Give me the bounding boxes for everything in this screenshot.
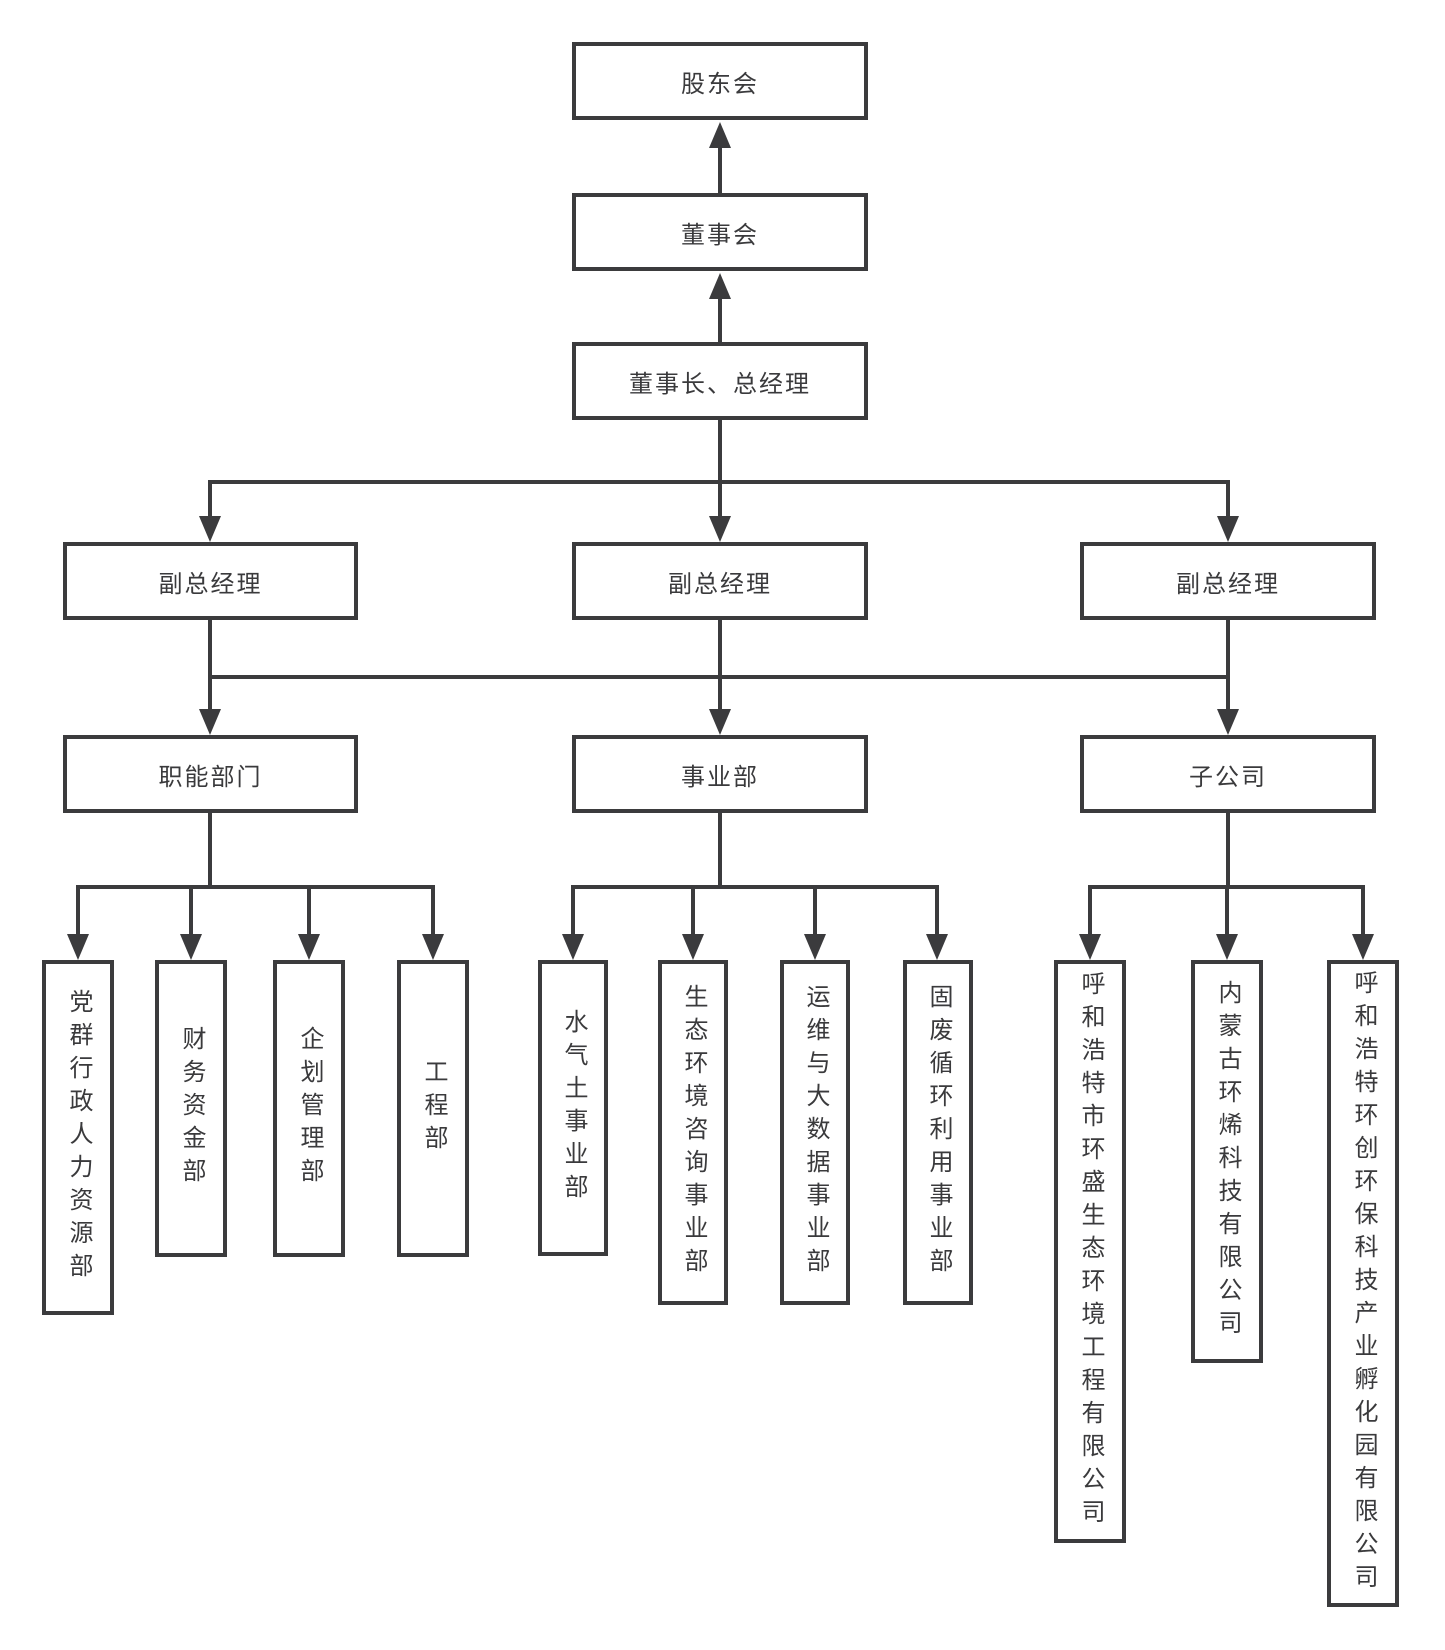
rail-group-1 xyxy=(76,885,435,889)
connector-category-1-down xyxy=(208,813,212,889)
connector-drop-sub-3 xyxy=(1361,887,1365,936)
node-category-functional-departments: 职能部门 xyxy=(63,735,358,813)
node-shareholders-meeting: 股东会 xyxy=(572,42,868,120)
connector-drop-sub-1 xyxy=(1088,887,1092,936)
arrowhead-up-icon xyxy=(709,273,731,299)
connector-drop-div-4 xyxy=(935,887,939,936)
node-deputy-gm-2: 副总经理 xyxy=(572,542,868,620)
connector-drop-category-2 xyxy=(718,677,722,711)
node-div-operations-big-data: 运维与大数据事业部 xyxy=(780,960,850,1305)
arrowhead-up-icon xyxy=(709,122,731,148)
arrowhead-down-icon xyxy=(709,516,731,542)
node-div-eco-environment-consulting: 生态环境咨询事业部 xyxy=(658,960,728,1305)
connector-drop-deputy-1 xyxy=(208,482,212,518)
connector-drop-dept-1 xyxy=(76,887,80,936)
connector-drop-div-1 xyxy=(571,887,575,936)
node-category-subsidiaries: 子公司 xyxy=(1080,735,1376,813)
arrowhead-down-icon xyxy=(804,934,826,960)
arrowhead-down-icon xyxy=(562,934,584,960)
arrowhead-down-icon xyxy=(298,934,320,960)
connector-drop-deputy-3 xyxy=(1226,482,1230,518)
connector-deputy-3-down xyxy=(1226,620,1230,679)
arrowhead-down-icon xyxy=(1217,516,1239,542)
connector-deputy-2-down xyxy=(718,620,722,679)
node-dept-engineering: 工程部 xyxy=(397,960,469,1257)
arrowhead-down-icon xyxy=(422,934,444,960)
arrowhead-down-icon xyxy=(1216,934,1238,960)
arrowhead-down-icon xyxy=(682,934,704,960)
arrowhead-down-icon xyxy=(1352,934,1374,960)
connector-drop-dept-3 xyxy=(307,887,311,936)
arrowhead-down-icon xyxy=(199,516,221,542)
rail-group-2 xyxy=(571,885,939,889)
node-sub-huanxi-technology: 内蒙古环烯科技有限公司 xyxy=(1191,960,1263,1363)
node-dept-planning-management: 企划管理部 xyxy=(273,960,345,1257)
connector-drop-dept-2 xyxy=(189,887,193,936)
node-dept-party-admin-hr: 党群行政人力资源部 xyxy=(42,960,114,1315)
node-div-solid-waste-recycling: 固废循环利用事业部 xyxy=(903,960,973,1305)
arrowhead-down-icon xyxy=(926,934,948,960)
arrowhead-down-icon xyxy=(67,934,89,960)
connector-deputy-1-down xyxy=(208,620,212,679)
connector-drop-div-2 xyxy=(691,887,695,936)
connector-drop-deputy-2 xyxy=(718,482,722,518)
connector-chairman-to-board xyxy=(718,295,722,342)
node-dept-finance-funds: 财务资金部 xyxy=(155,960,227,1257)
connector-board-to-shareholders xyxy=(718,144,722,193)
arrowhead-down-icon xyxy=(180,934,202,960)
connector-drop-div-3 xyxy=(813,887,817,936)
connector-drop-category-1 xyxy=(208,677,212,711)
arrowhead-down-icon xyxy=(199,709,221,735)
node-board-of-directors: 董事会 xyxy=(572,193,868,271)
connector-chairman-down xyxy=(718,420,722,484)
connector-drop-category-3 xyxy=(1226,677,1230,711)
connector-category-2-down xyxy=(718,813,722,889)
node-deputy-gm-3: 副总经理 xyxy=(1080,542,1376,620)
node-category-business-divisions: 事业部 xyxy=(572,735,868,813)
arrowhead-down-icon xyxy=(1217,709,1239,735)
connector-drop-sub-2 xyxy=(1225,887,1229,936)
connector-category-3-down xyxy=(1226,813,1230,889)
node-sub-huanchuang-incubation-park: 呼和浩特环创环保科技产业孵化园有限公司 xyxy=(1327,960,1399,1607)
node-deputy-gm-1: 副总经理 xyxy=(63,542,358,620)
node-div-water-air-soil: 水气土事业部 xyxy=(538,960,608,1256)
node-sub-huansheng-eco-engineering: 呼和浩特市环盛生态环境工程有限公司 xyxy=(1054,960,1126,1543)
connector-drop-dept-4 xyxy=(431,887,435,936)
node-chairman-general-manager: 董事长、总经理 xyxy=(572,342,868,420)
arrowhead-down-icon xyxy=(1079,934,1101,960)
arrowhead-down-icon xyxy=(709,709,731,735)
